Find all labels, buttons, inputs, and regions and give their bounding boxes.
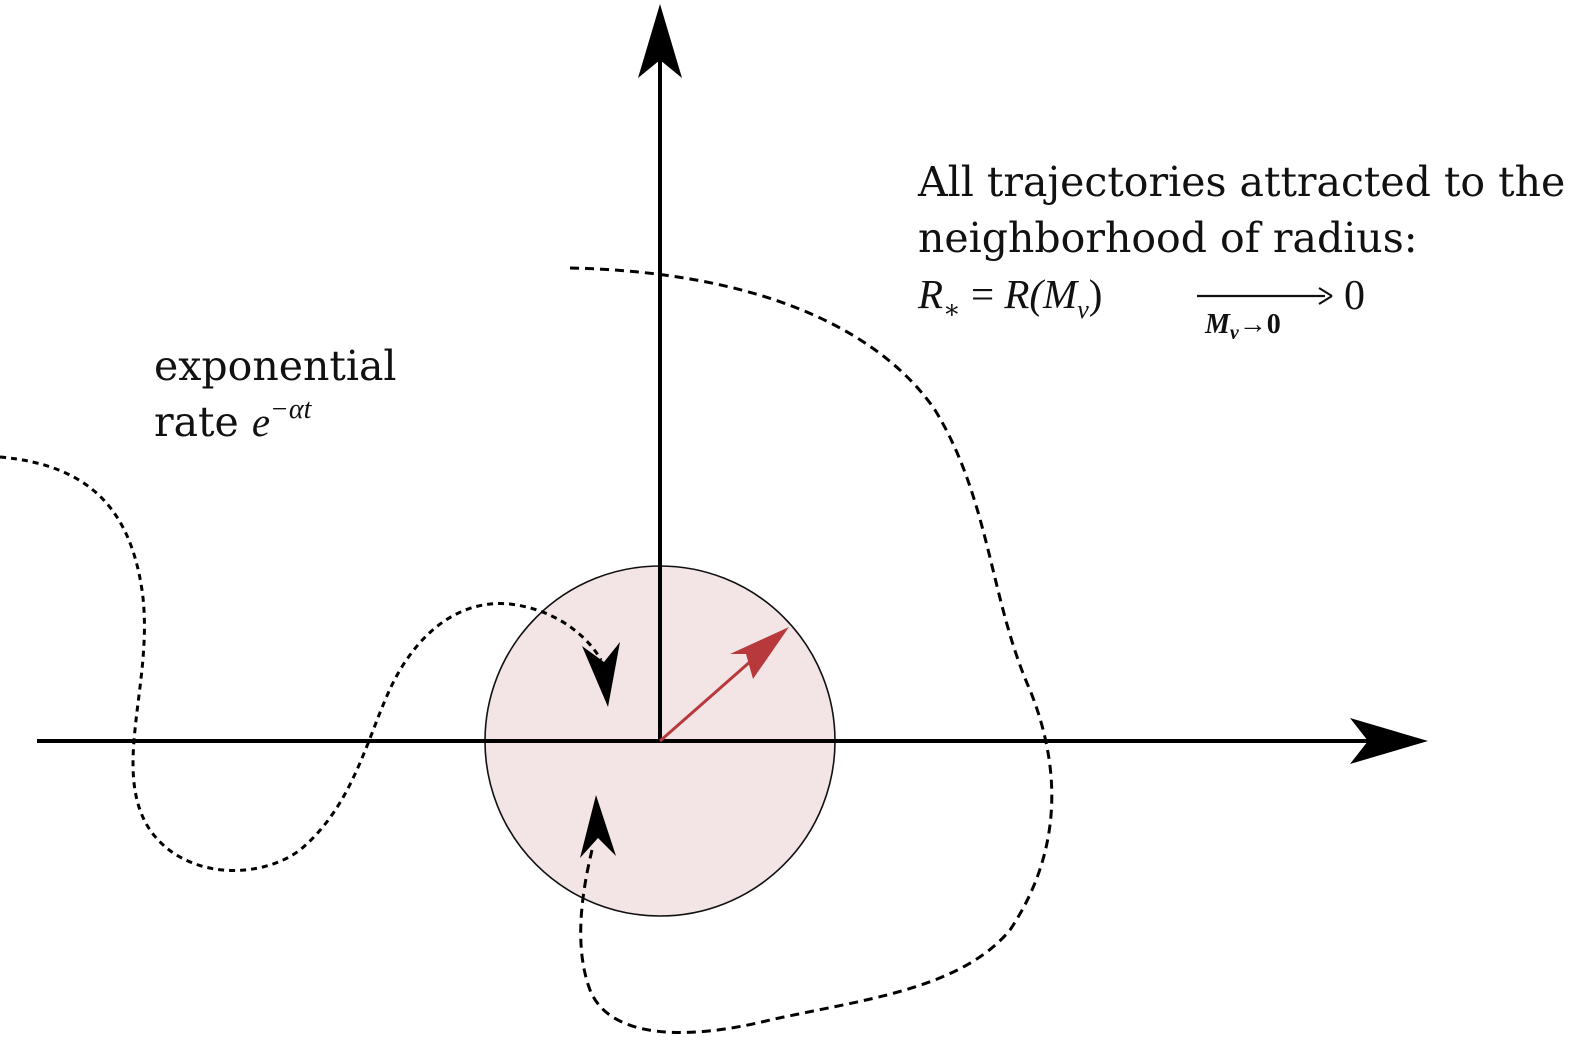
trajectory-left-arrowhead-icon — [582, 642, 620, 707]
x-axis-arrowhead-icon — [1350, 718, 1428, 764]
limit-sub-var: M — [1205, 309, 1230, 340]
attraction-line2: neighborhood of radius: — [918, 214, 1418, 262]
exponential-rate-line1: exponential — [154, 342, 397, 390]
limit-sub-arrow: →0 — [1238, 309, 1281, 340]
attraction-formula: R∗ = R(Mv) — [918, 266, 1565, 324]
exponential-rate-line2: rate e−αt — [154, 394, 397, 450]
y-axis-arrowhead-icon — [638, 4, 682, 78]
limit-arrow-block: Mv→0 — [1195, 278, 1335, 348]
formula-rhs: R(M — [1004, 271, 1078, 317]
limit-subscript: Mv→0 — [1205, 308, 1281, 344]
limit-sub-var-sub: v — [1229, 322, 1239, 344]
exponential-rate-label: exponential rate e−αt — [154, 338, 397, 450]
trajectory-outer-arrowhead-icon — [580, 795, 616, 858]
trajectory-left — [0, 455, 603, 872]
formula-rhs-sub: v — [1077, 295, 1089, 324]
limit-arrow-icon — [1197, 287, 1333, 305]
rate-base: e — [251, 399, 271, 445]
rate-text: rate — [154, 398, 252, 446]
attraction-annotation: All trajectories attracted to the neighb… — [918, 154, 1566, 324]
rate-exponent: −αt — [270, 394, 312, 425]
formula-lhs-sub: ∗ — [943, 295, 961, 324]
trajectory-outer — [569, 266, 1054, 1034]
formula-lhs: R — [918, 271, 944, 317]
radius-arrowhead-icon — [730, 627, 789, 679]
formula-rhs-close: ) — [1088, 271, 1103, 317]
limit-result: 0 — [1344, 273, 1365, 319]
attraction-line1: All trajectories attracted to the — [918, 158, 1566, 206]
formula-equals: = — [960, 271, 1005, 317]
